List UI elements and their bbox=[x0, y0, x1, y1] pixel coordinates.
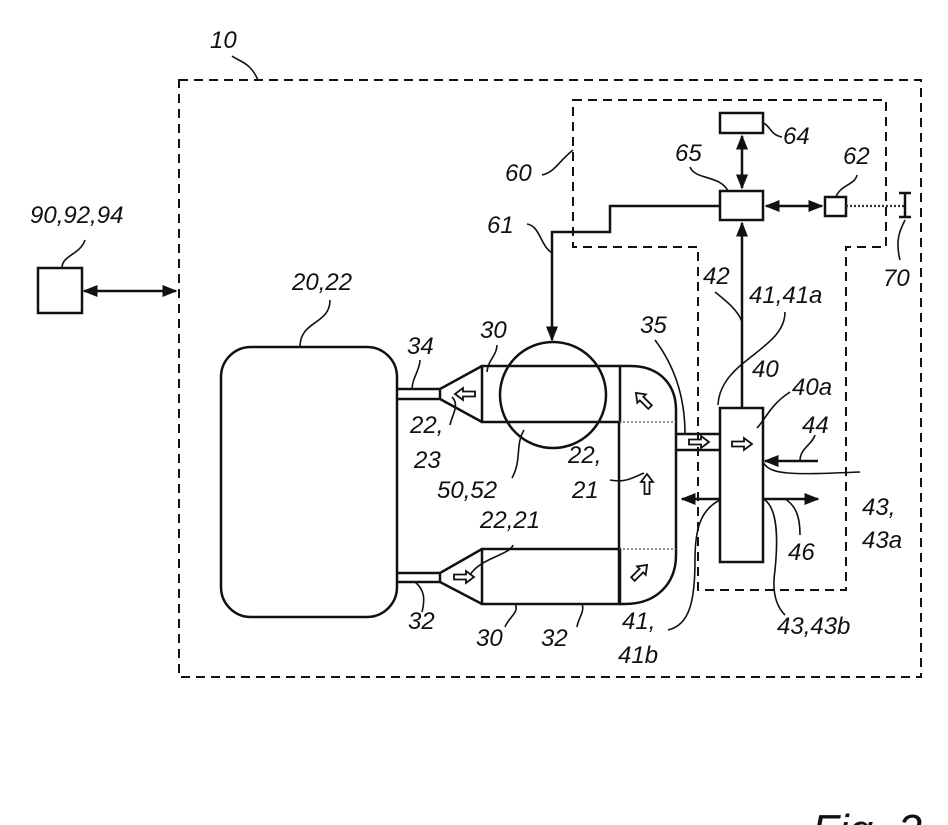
controller-65 bbox=[720, 191, 763, 220]
label-23: 23 bbox=[413, 447, 441, 474]
flow-arrow-lower-manifold bbox=[629, 561, 652, 584]
label-42: 42 bbox=[703, 263, 730, 290]
duct-34 bbox=[397, 389, 440, 399]
label-34: 34 bbox=[407, 333, 434, 360]
label-22-upper: 22, bbox=[409, 412, 443, 439]
label-70: 70 bbox=[883, 265, 910, 292]
pump-circle bbox=[500, 342, 606, 448]
leader-43b bbox=[765, 500, 785, 615]
leader-10 bbox=[232, 56, 258, 80]
label-20: 20,22 bbox=[291, 269, 352, 296]
leader-90 bbox=[62, 240, 85, 268]
label-21-mid: 21 bbox=[571, 477, 599, 504]
label-41b: 41b bbox=[618, 642, 658, 669]
label-35: 35 bbox=[640, 312, 667, 339]
flow-arrow-upper-cone bbox=[455, 388, 475, 400]
label-62: 62 bbox=[843, 143, 870, 170]
tank bbox=[221, 347, 397, 617]
leader-30-upper bbox=[487, 345, 497, 372]
label-30-lower: 30 bbox=[476, 625, 503, 652]
label-90: 90,92,94 bbox=[30, 202, 123, 229]
label-44: 44 bbox=[802, 412, 829, 439]
figure-caption: Fig. 2 bbox=[812, 806, 922, 825]
leader-46 bbox=[785, 499, 800, 535]
leader-61 bbox=[527, 224, 552, 253]
leader-42 bbox=[715, 292, 742, 322]
leader-60 bbox=[542, 150, 573, 175]
leader-65 bbox=[690, 167, 728, 191]
label-43a: 43a bbox=[862, 527, 902, 554]
label-64: 64 bbox=[783, 123, 810, 150]
label-43: 43, bbox=[862, 494, 895, 521]
label-32-duct: 32 bbox=[408, 608, 435, 635]
leader-20 bbox=[300, 300, 330, 347]
leader-30-lower bbox=[505, 604, 516, 627]
external-unit-box bbox=[38, 268, 82, 313]
label-60: 60 bbox=[505, 160, 532, 187]
flow-arrow-upper-manifold bbox=[632, 389, 655, 412]
leader-32-pipe bbox=[577, 604, 583, 627]
label-41-b: 41, bbox=[622, 608, 655, 635]
label-61: 61 bbox=[487, 212, 514, 239]
label-32-pipe: 32 bbox=[541, 625, 568, 652]
connector-70 bbox=[899, 193, 911, 217]
label-65: 65 bbox=[675, 140, 702, 167]
module-lower bbox=[482, 549, 620, 604]
leader-70 bbox=[898, 220, 905, 260]
label-40: 40 bbox=[752, 356, 779, 383]
label-43b: 43,43b bbox=[777, 613, 850, 640]
label-50: 50,52 bbox=[437, 477, 497, 504]
display-64 bbox=[720, 113, 763, 133]
duct-32 bbox=[397, 573, 440, 582]
label-30-upper: 30 bbox=[480, 317, 507, 344]
label-41a: 41,41a bbox=[749, 282, 822, 309]
reference-labels: 10 90,92,94 20,22 34 30 22, 23 50,52 22,… bbox=[30, 27, 922, 825]
sensor-62 bbox=[825, 197, 846, 216]
control-line-61 bbox=[552, 206, 720, 340]
unit-40 bbox=[720, 408, 763, 562]
leader-23 bbox=[450, 397, 455, 425]
leader-34 bbox=[412, 360, 420, 390]
label-40a: 40a bbox=[792, 374, 832, 401]
label-22-mid: 22, bbox=[567, 442, 601, 469]
leader-21-mid bbox=[610, 473, 644, 481]
label-22-21-lower: 22,21 bbox=[479, 507, 540, 534]
leader-62 bbox=[836, 175, 857, 197]
flow-arrow-mid bbox=[641, 474, 653, 494]
leader-64 bbox=[763, 123, 782, 137]
label-10: 10 bbox=[210, 27, 237, 54]
label-46: 46 bbox=[788, 539, 815, 566]
